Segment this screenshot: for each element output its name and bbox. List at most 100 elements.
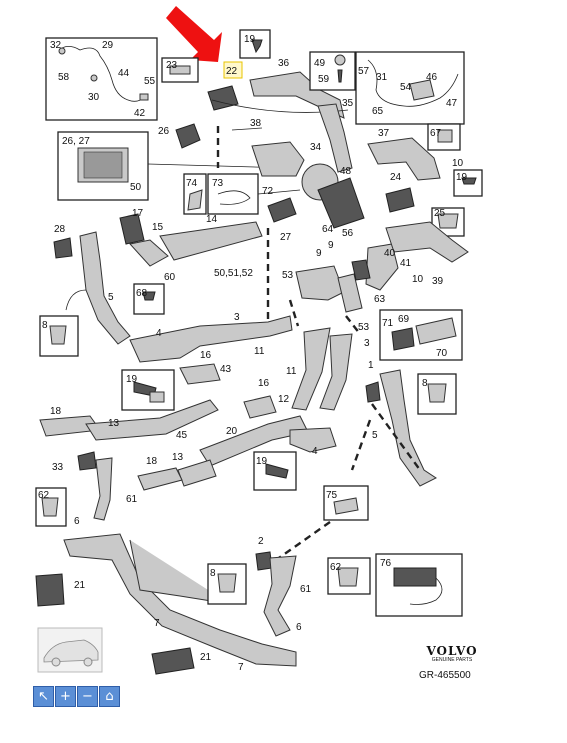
callout-label: 16: [258, 378, 270, 389]
callout-label: 4: [156, 328, 162, 339]
callout-label: 70: [436, 348, 448, 359]
callout-label: 59: [318, 74, 330, 85]
callout-label: 18: [146, 456, 158, 467]
callout-label: 27: [280, 232, 292, 243]
callout-label: 55: [144, 76, 156, 87]
callout-label: 62: [330, 562, 342, 573]
callout-label: 28: [54, 224, 66, 235]
callout-label: 74: [186, 178, 198, 189]
callout-label: 76: [380, 558, 392, 569]
callout-label: 48: [340, 166, 352, 177]
zoom-out-icon[interactable]: −: [77, 686, 98, 707]
callout-label: 19: [256, 456, 268, 467]
callout-label: 56: [342, 228, 354, 239]
callout-label: 61: [126, 494, 138, 505]
callout-label: 9: [328, 240, 334, 251]
callout-label: 68: [136, 288, 148, 299]
home-icon[interactable]: ⌂: [99, 686, 120, 707]
callout-label: 3: [364, 338, 370, 349]
callout-label: 67: [430, 128, 442, 139]
callout-label: 58: [58, 72, 70, 83]
pointer-icon[interactable]: ↖: [33, 686, 54, 707]
callout-label: 10: [412, 274, 424, 285]
callout-label: 45: [176, 430, 188, 441]
callout-label: 71: [382, 318, 394, 329]
callout-label: 29: [102, 40, 114, 51]
callout-label: 33: [52, 462, 64, 473]
callout-label: 19: [456, 172, 468, 183]
callout-label: 57: [358, 66, 370, 77]
callout-label: 8: [422, 378, 428, 389]
callout-label: 6: [74, 516, 80, 527]
callout-label: 69: [398, 314, 410, 325]
callout-label: 19: [244, 34, 256, 45]
callout-label: 50,51,52: [214, 268, 253, 279]
callout-label: 24: [390, 172, 402, 183]
callout-label: 65: [372, 106, 384, 117]
callout-label: 30: [88, 92, 100, 103]
callout-label: 73: [212, 178, 224, 189]
callout-label: 10: [452, 158, 464, 169]
highlight-arrow: [166, 6, 222, 62]
callout-label: 42: [134, 108, 146, 119]
callout-label: 50: [130, 182, 142, 193]
callout-label: 7: [154, 618, 160, 629]
callout-label: 16: [200, 350, 212, 361]
callout-label: 11: [286, 366, 297, 377]
harness-box-57: [355, 51, 465, 125]
callout-label: 6: [296, 622, 302, 633]
callout-label: 63: [374, 294, 386, 305]
callout-label: 37: [378, 128, 390, 139]
callout-labels: 19 22 23 32 29 58 44 55 30 42 36 35 49 5…: [38, 34, 468, 673]
callout-label: 53: [358, 322, 370, 333]
callout-label: 61: [300, 584, 312, 595]
callout-label: 8: [42, 320, 48, 331]
callout-label: 49: [314, 58, 326, 69]
callout-label: 64: [322, 224, 334, 235]
callout-label: 18: [50, 406, 62, 417]
callout-label: 5: [372, 430, 378, 441]
callout-label: 11: [254, 346, 265, 357]
callout-label: 44: [118, 68, 130, 79]
callout-label: 2: [258, 536, 264, 547]
callout-label: 31: [376, 72, 388, 83]
callout-label: 4: [312, 446, 318, 457]
callout-label: 7: [238, 662, 244, 673]
callout-label: 43: [220, 364, 232, 375]
callout-label: 12: [278, 394, 290, 405]
callout-label: 23: [166, 60, 178, 71]
brand-tagline: GENUINE PARTS: [431, 657, 473, 663]
callout-label: 35: [342, 98, 354, 109]
callout-label: 38: [250, 118, 262, 129]
callout-label: 60: [164, 272, 176, 283]
callout-label: 22: [226, 66, 238, 77]
callout-label: 40: [384, 248, 396, 259]
callout-label: 41: [400, 258, 412, 269]
callout-label: 1: [368, 360, 374, 371]
callout-label: 25: [434, 208, 446, 219]
callout-label: 39: [432, 276, 444, 287]
callout-label: 62: [38, 490, 50, 501]
callout-label: 20: [226, 426, 238, 437]
callout-label: 53: [282, 270, 294, 281]
brand-name: VOLVO: [426, 644, 478, 658]
callout-label: 3: [234, 312, 240, 323]
callout-label: 13: [108, 418, 120, 429]
callout-label: 19: [126, 374, 138, 385]
callout-label: 34: [310, 142, 322, 153]
callout-label: 17: [132, 208, 144, 219]
callout-label: 26: [158, 126, 170, 137]
callout-label: 21: [74, 580, 86, 591]
callout-label: 54: [400, 82, 412, 93]
callout-label: 72: [262, 186, 274, 197]
brand-logo: VOLVO GENUINE PARTS: [422, 644, 482, 663]
callout-label: 21: [200, 652, 212, 663]
zoom-in-icon[interactable]: +: [55, 686, 76, 707]
callout-label: 5: [108, 292, 114, 303]
diagram-reference: GR-465500: [419, 670, 471, 681]
hose-box-73: [207, 173, 259, 215]
callout-label: 14: [206, 214, 218, 225]
callout-label: 15: [152, 222, 164, 233]
callout-label: 75: [326, 490, 338, 501]
